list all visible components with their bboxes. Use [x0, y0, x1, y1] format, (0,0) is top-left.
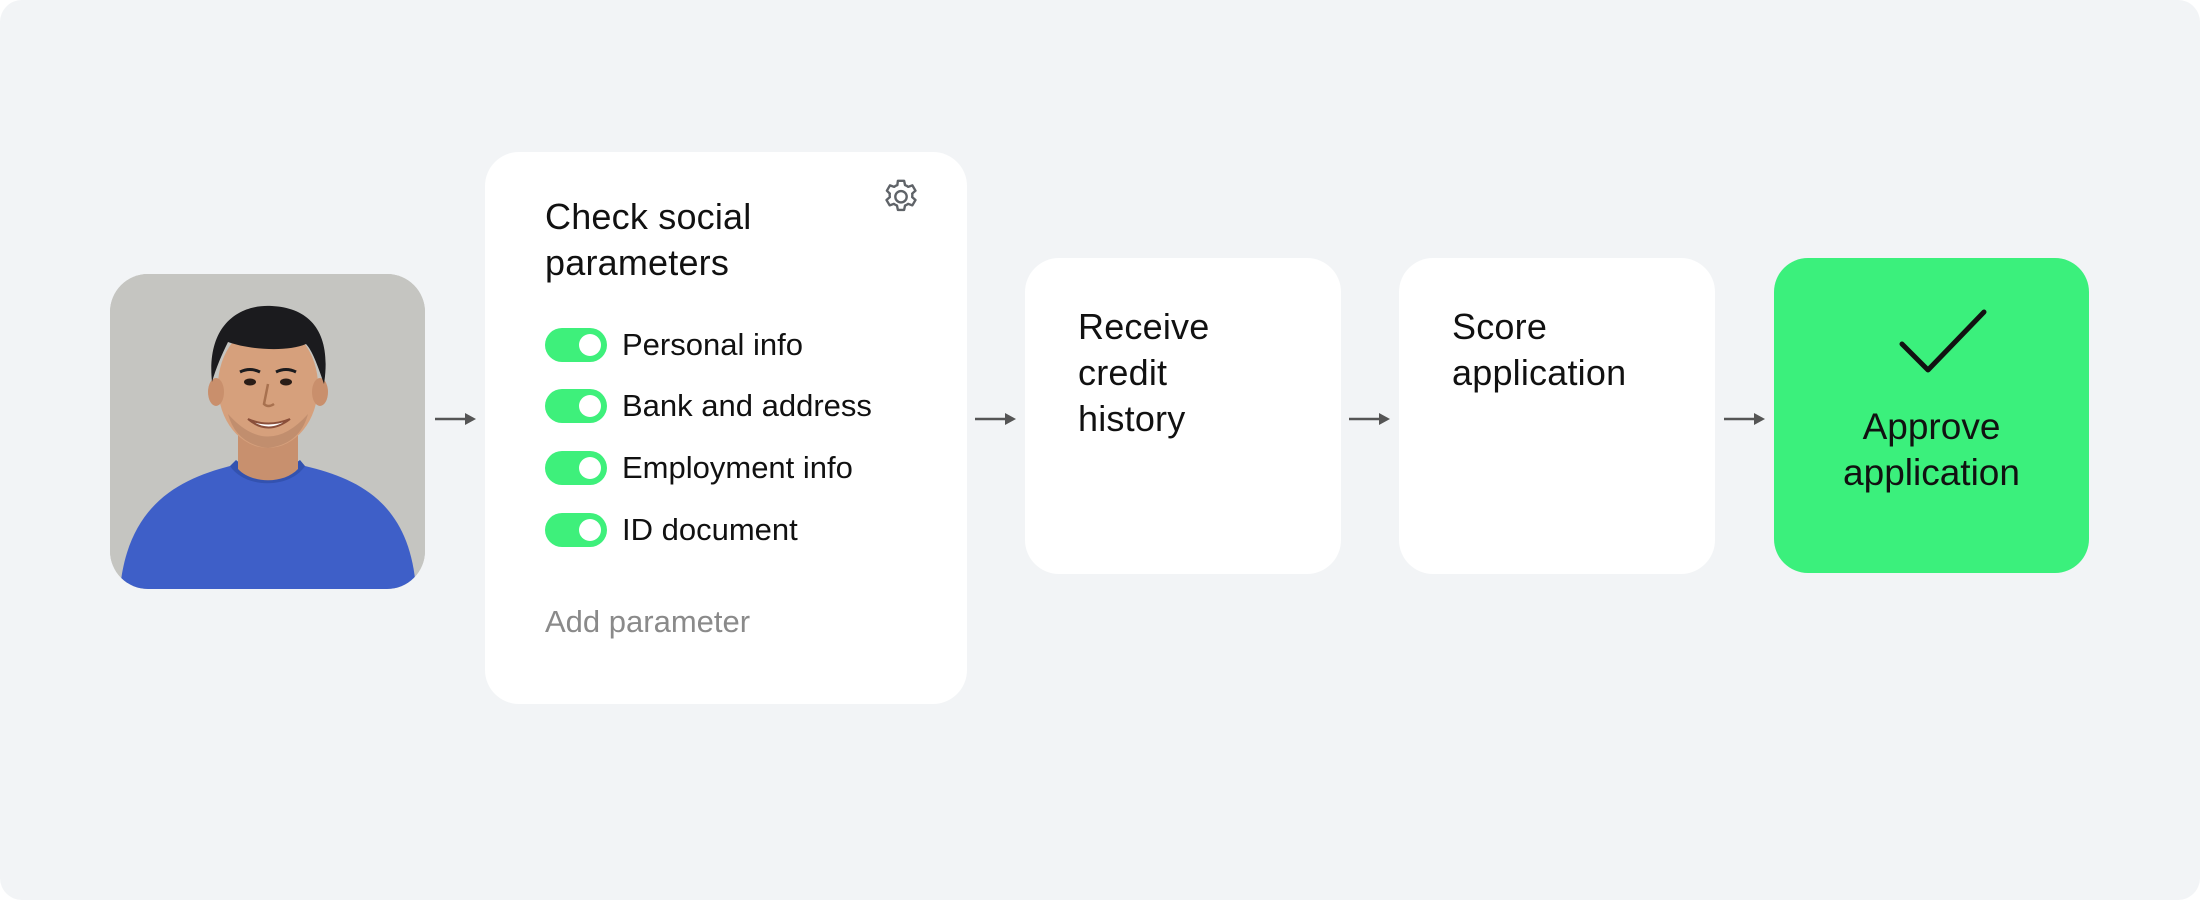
- arrow-right-icon: [1724, 413, 1765, 425]
- parameter-list: Personal info Bank and address Employmen…: [545, 328, 872, 574]
- parameter-toggle[interactable]: [545, 513, 607, 547]
- card-title-line: application: [1452, 352, 1627, 393]
- card-title-line: Check social: [545, 196, 752, 237]
- toggle-knob: [579, 334, 601, 356]
- flow-arrow: [975, 412, 1017, 426]
- approve-application-card: Approve application: [1774, 258, 2089, 573]
- card-title: Receive credit history: [1078, 304, 1341, 442]
- receive-credit-history-card: Receive credit history: [1025, 258, 1341, 574]
- flow-arrow: [1349, 412, 1391, 426]
- flow-arrow: [1724, 412, 1766, 426]
- card-title-line: Score: [1452, 306, 1548, 347]
- parameter-label: Employment info: [622, 450, 853, 485]
- card-title-line: credit: [1078, 352, 1168, 393]
- parameter-item-bank-and-address: Bank and address: [545, 389, 872, 423]
- parameter-toggle[interactable]: [545, 451, 607, 485]
- parameter-item-id-document: ID document: [545, 513, 872, 547]
- card-title-line: history: [1078, 398, 1186, 439]
- toggle-knob: [579, 457, 601, 479]
- card-title-line: Approve: [1862, 406, 2001, 447]
- arrow-right-icon: [975, 413, 1016, 425]
- parameter-item-personal-info: Personal info: [545, 328, 872, 362]
- score-application-card: Score application: [1399, 258, 1715, 574]
- checkmark-icon: [1898, 308, 1988, 378]
- parameter-label: Personal info: [622, 327, 803, 362]
- card-title-line: parameters: [545, 242, 730, 283]
- gear-icon: [885, 179, 917, 212]
- applicant-avatar: [110, 274, 425, 589]
- card-title: Check social parameters: [545, 194, 967, 286]
- card-title: Approve application: [1774, 404, 2089, 496]
- flow-arrow: [435, 412, 477, 426]
- parameter-label: Bank and address: [622, 388, 872, 423]
- parameter-toggle[interactable]: [545, 389, 607, 423]
- parameter-item-employment-info: Employment info: [545, 451, 872, 485]
- card-title-line: Receive: [1078, 306, 1210, 347]
- arrow-right-icon: [1349, 413, 1390, 425]
- check-social-parameters-card: Check social parameters Personal info Ba…: [485, 152, 967, 704]
- toggle-knob: [579, 519, 601, 541]
- toggle-knob: [579, 395, 601, 417]
- settings-button[interactable]: [879, 176, 923, 220]
- arrow-right-icon: [435, 413, 476, 425]
- person-photo-icon: [110, 274, 425, 589]
- parameter-label: ID document: [622, 512, 798, 547]
- add-parameter-link[interactable]: Add parameter: [545, 604, 751, 639]
- card-title: Score application: [1452, 304, 1715, 396]
- parameter-toggle[interactable]: [545, 328, 607, 362]
- card-title-line: application: [1843, 452, 2020, 493]
